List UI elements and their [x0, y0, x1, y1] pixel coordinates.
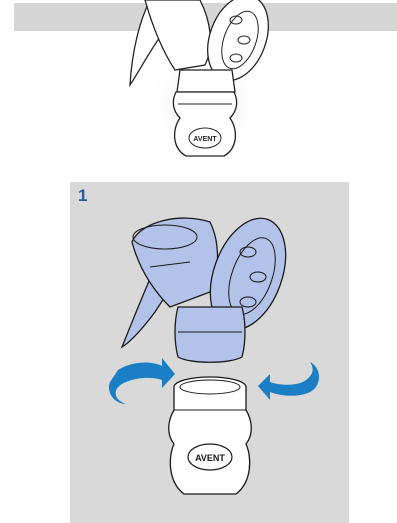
pump-collar — [175, 307, 245, 362]
rotate-arrow-right-icon — [258, 362, 319, 400]
avent-bottle: AVENT — [169, 377, 252, 494]
avent-logo: AVENT — [195, 453, 225, 463]
pump-attach-illustration: AVENT — [70, 182, 349, 523]
avent-logo-small: AVENT — [193, 136, 217, 143]
rotate-arrow-left-icon — [109, 358, 175, 404]
pump-assembled-illustration: AVENT — [0, 0, 397, 170]
